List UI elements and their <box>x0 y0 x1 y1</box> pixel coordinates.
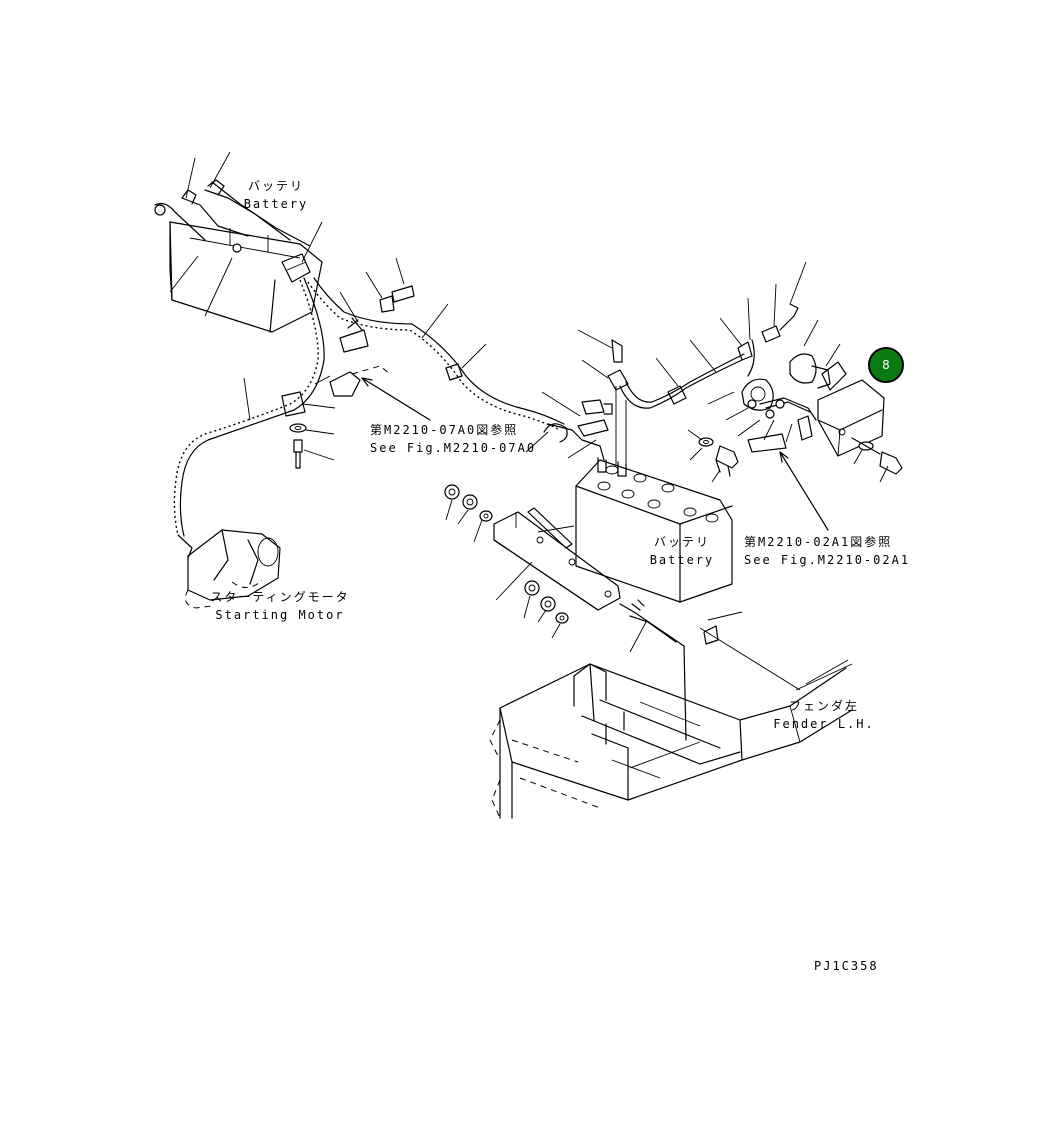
leaders-top-left <box>169 151 323 317</box>
fender-frame <box>489 611 853 819</box>
starting-motor-label-jp: スターティングモータ <box>210 590 350 604</box>
callout-badge[interactable]: 8 <box>868 347 904 383</box>
bracket-right <box>817 379 903 483</box>
relay-assembly <box>707 261 847 443</box>
harness-to-starter <box>173 277 336 559</box>
bolt-left <box>289 423 335 469</box>
fender-label-jp: フェンダ左 <box>788 699 859 713</box>
starting-motor <box>184 529 281 609</box>
hold-down <box>444 484 687 741</box>
battery-middle <box>575 457 733 603</box>
ref-right-label-jp: 第M2210-02A1図参照 <box>744 535 893 549</box>
ref-left-label-jp: 第M2210-07A0図参照 <box>370 423 519 437</box>
ref-right-label-en: See Fig.M2210-02A1 <box>744 553 911 567</box>
bolt-middle-right <box>687 429 739 483</box>
battery-middle-label-jp: バッテリ <box>653 535 710 549</box>
harness-middle <box>307 257 565 431</box>
fender-label-en: Fender L.H. <box>773 717 875 731</box>
starting-motor-label-en: Starting Motor <box>215 608 345 622</box>
drawing-code: PJ1C358 <box>814 959 879 973</box>
callout-number: 8 <box>882 358 890 372</box>
battery-top-label-jp: バッテリ <box>247 179 304 193</box>
arrow-right-ref <box>747 433 829 531</box>
battery-top-left <box>154 179 323 333</box>
ref-left-label-en: See Fig.M2210-07A0 <box>370 441 537 455</box>
battery-middle-label-en: Battery <box>649 553 715 567</box>
battery-top-label-en: Battery <box>243 197 309 211</box>
cables-battery-middle <box>525 317 753 466</box>
arrow-left-ref <box>361 377 431 421</box>
